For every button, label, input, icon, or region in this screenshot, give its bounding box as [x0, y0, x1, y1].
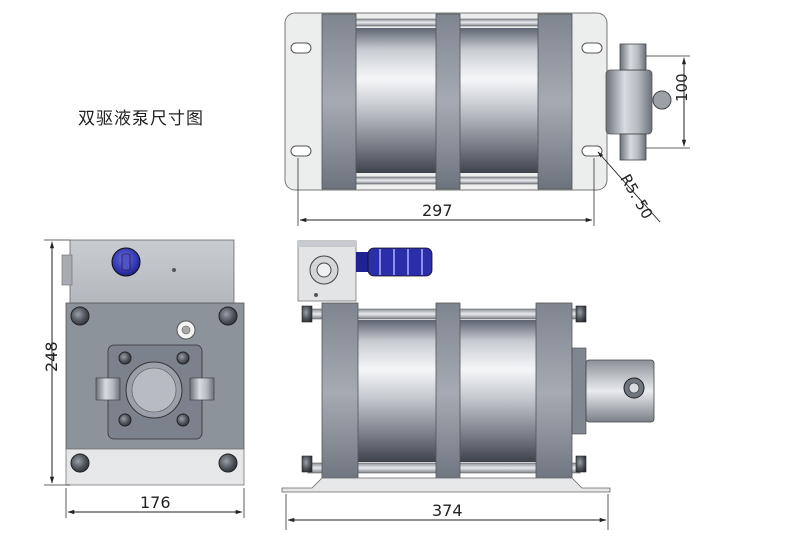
side-pump-body: [585, 359, 655, 423]
dim-height-label: 248: [42, 341, 61, 372]
dim-radius-leader: [597, 151, 661, 223]
side-view: 374: [281, 240, 655, 530]
side-middle-plate: [435, 302, 461, 484]
top-view: 100 R5. 50 297: [284, 12, 691, 226]
muffler: [356, 247, 433, 277]
side-end-plate-right: [535, 302, 573, 484]
front-top-block: [69, 239, 235, 307]
top-cylinder-right: [460, 28, 538, 173]
top-middle-plate: [435, 13, 461, 190]
side-base-bracket: [281, 477, 611, 493]
side-cylinder-left: [358, 320, 436, 462]
top-cylinder-left: [356, 28, 436, 173]
drawing-title: 双驱液泵尺寸图: [78, 109, 204, 129]
dim-front-width-label: 176: [140, 493, 171, 512]
front-bolt-bl: [70, 453, 90, 473]
front-view: 248 176: [42, 239, 245, 518]
side-pump-flange: [571, 347, 587, 435]
top-slot-tr: [581, 42, 603, 54]
top-end-plate-right: [537, 13, 573, 190]
front-bolt-tr: [218, 306, 238, 326]
dim-side-length-label: 374: [432, 501, 463, 520]
side-end-plate-left: [321, 302, 359, 484]
top-pump-body: [605, 69, 653, 135]
top-upper-fitting: [619, 43, 647, 71]
front-base-plate: [65, 448, 245, 486]
top-end-plate-left: [321, 13, 357, 190]
top-lower-fitting: [619, 133, 647, 161]
dim-top-length-label: 297: [422, 201, 453, 220]
top-slot-br: [581, 145, 603, 157]
dim-radius-label: R5. 50: [617, 171, 657, 222]
front-bolt-br: [218, 453, 238, 473]
top-slot-bl: [290, 145, 312, 157]
front-bolt-tl: [70, 306, 90, 326]
dim-port-spacing-label: 100: [673, 73, 691, 102]
top-pump-port: [652, 90, 672, 110]
top-slot-tl: [290, 42, 312, 54]
side-cylinder-right: [460, 320, 536, 462]
